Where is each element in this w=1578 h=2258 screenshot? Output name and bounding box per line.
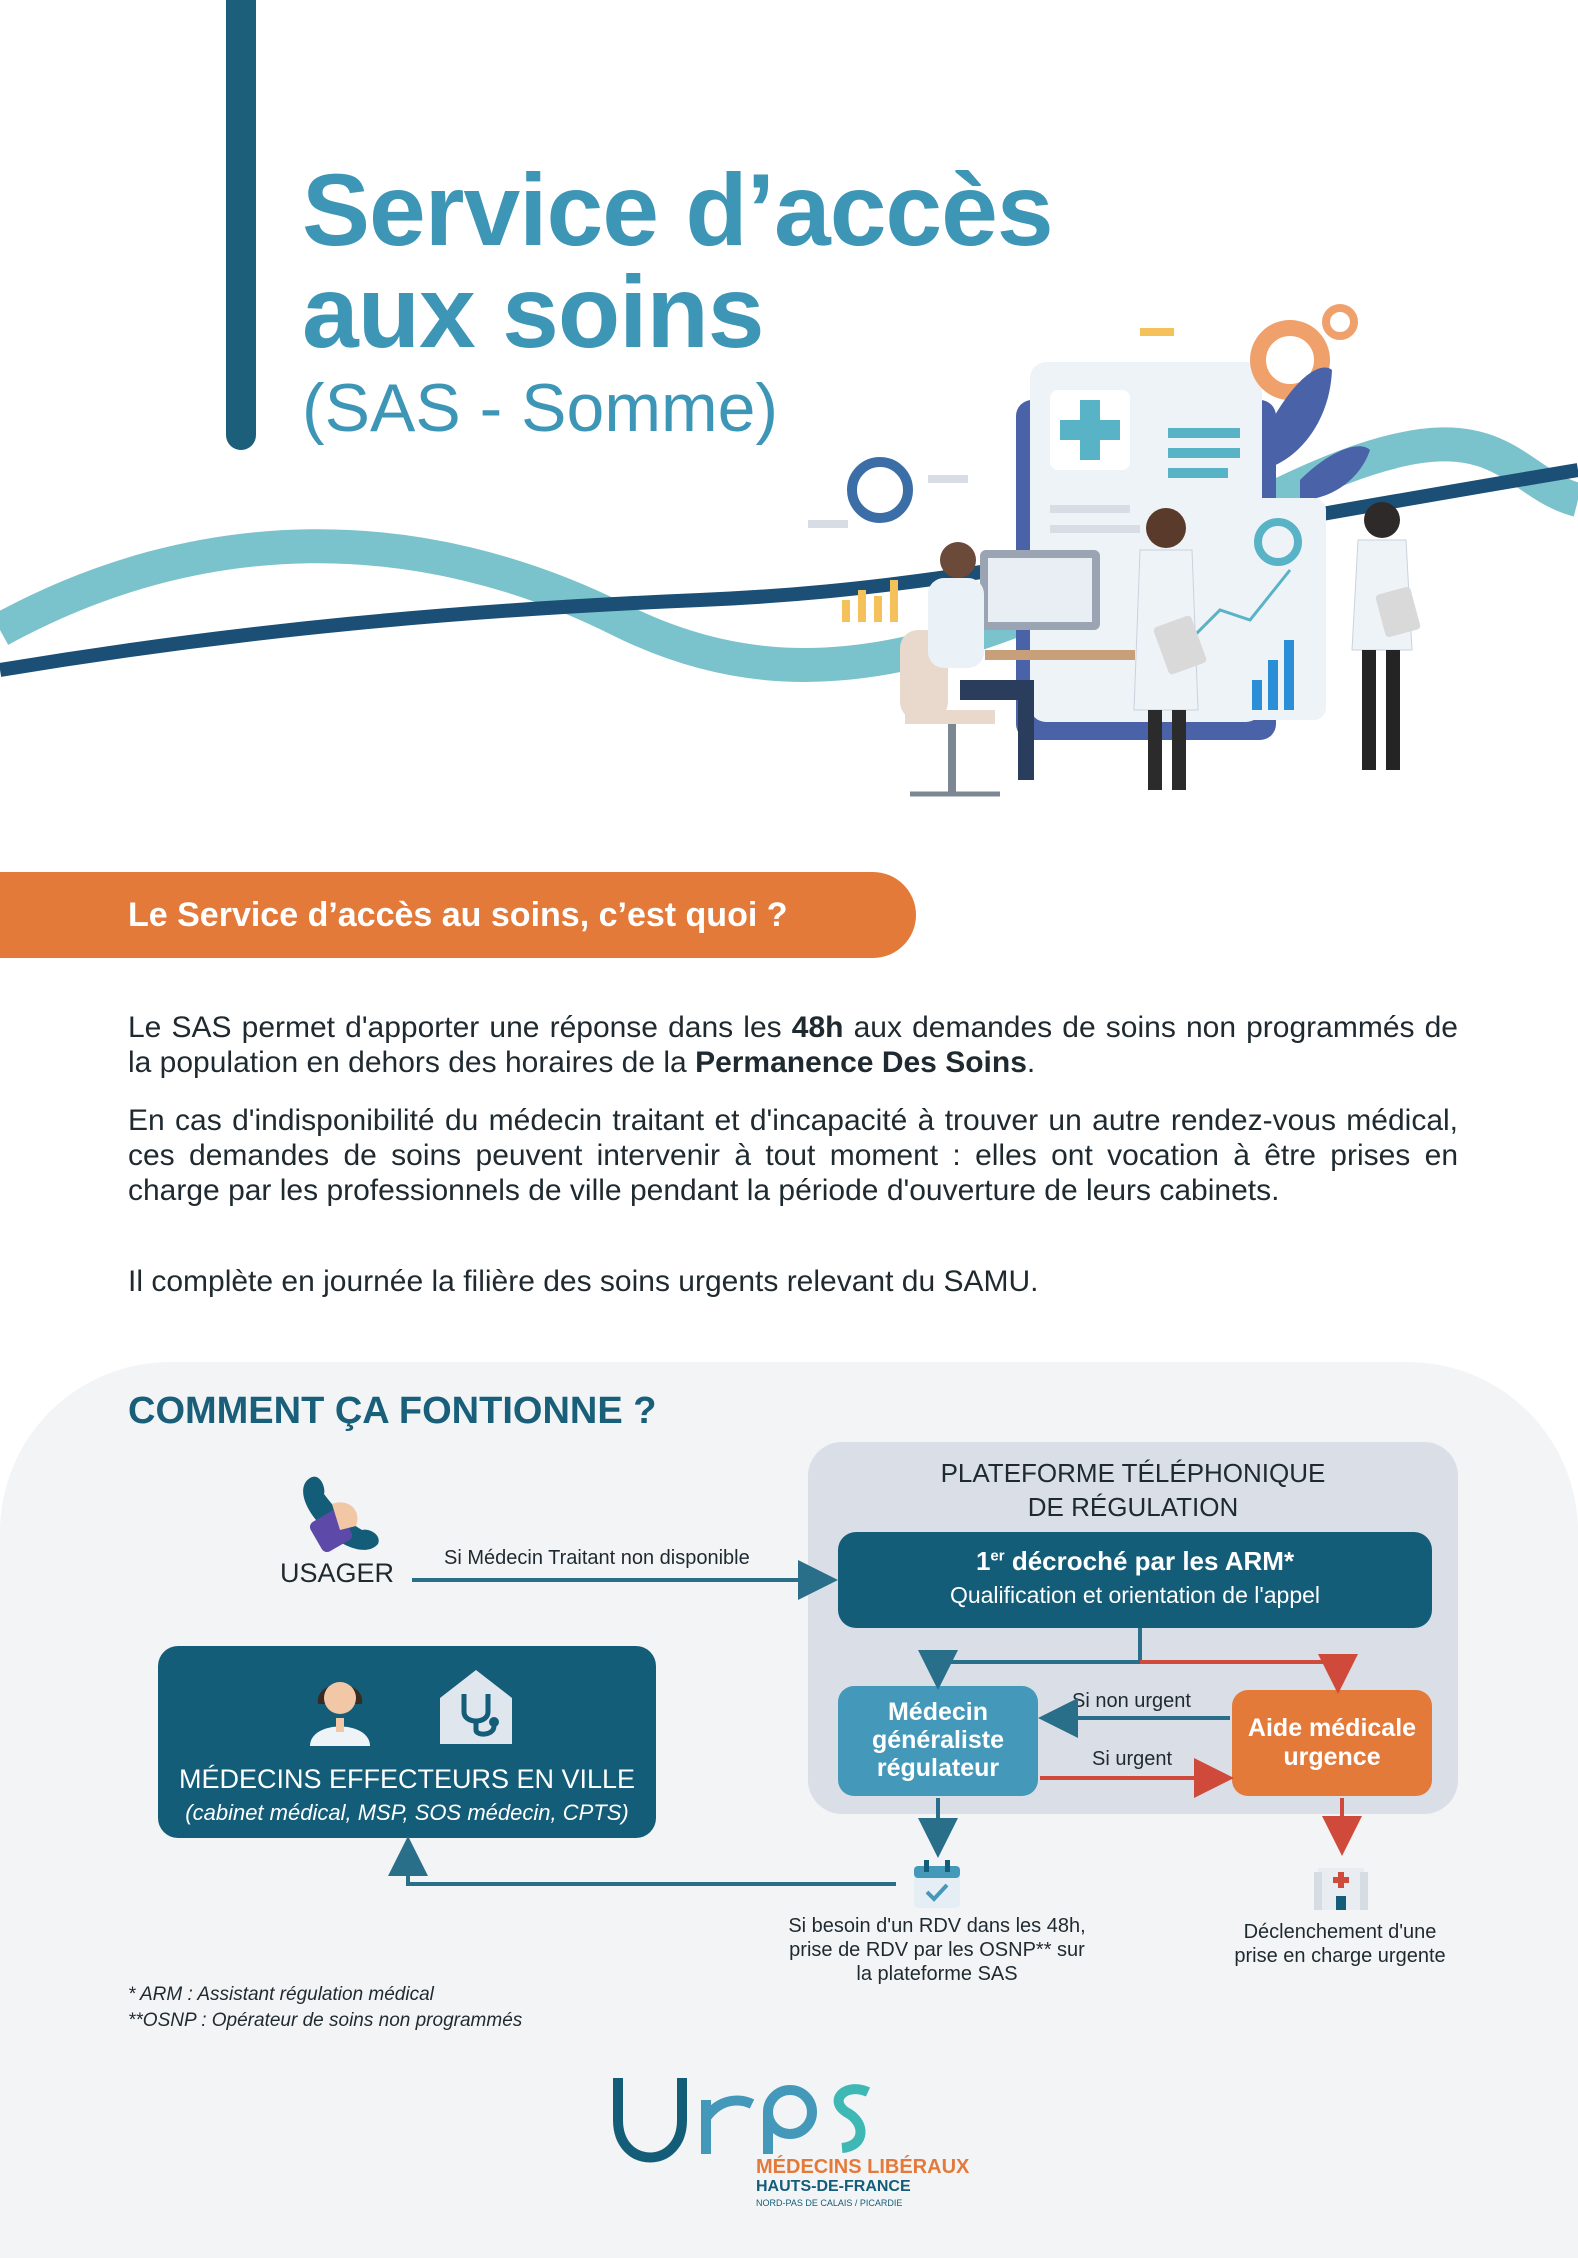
gear-icon [1140, 304, 1358, 400]
samu-paragraph: Il complète en journée la filière des so… [128, 1265, 1039, 1298]
urps-logo-mark: urps [610, 2070, 871, 2163]
city-doctors-box: MÉDECINS EFFECTEURS EN VILLE (cabinet mé… [158, 1646, 656, 1838]
availability-paragraph: En cas d'indisponibilité du médecin trai… [128, 1104, 1458, 1207]
section-heading: Le Service d’accès au soins, c’est quoi … [128, 896, 788, 934]
how-it-works-heading: COMMENT ÇA FONTIONNE ? [128, 1390, 657, 1432]
page-title-line1: Service d’accès [302, 153, 1054, 267]
hospital-icon [1314, 1868, 1368, 1910]
urgent-label: Si urgent [1092, 1748, 1173, 1770]
non-urgent-label: Si non urgent [1072, 1690, 1191, 1712]
logo-line1: MÉDECINS LIBÉRAUX [756, 2156, 970, 2178]
footnote-osnp: **OSNP : Opérateur de soins non programm… [128, 2010, 523, 2031]
calendar-check-icon [914, 1860, 960, 1908]
female-doctor-icon [310, 1682, 370, 1746]
arrow-condition-label: Si Médecin Traitant non disponible [444, 1547, 750, 1569]
urps-logo: urps MÉDECINS LIBÉRAUX HAUTS-DE-FRANCE N… [610, 2070, 990, 2250]
page-title-line2: aux soins [302, 255, 765, 369]
city-doctors-title: MÉDECINS EFFECTEURS EN VILLE [178, 1764, 636, 1794]
usager-label: USAGER [280, 1558, 395, 1588]
svg-text:urps: urps [610, 2070, 612, 2071]
footnote-arm: * ARM : Assistant régulation médical [128, 1984, 434, 2005]
title-accent-bar [226, 0, 256, 450]
section-heading-banner [0, 872, 916, 958]
city-doctors-subtitle: (cabinet médical, MSP, SOS médecin, CPTS… [185, 1800, 629, 1825]
standing-doctor-illustration [1133, 508, 1207, 790]
arm-first-answer-box: 1er décroché par les ARM* Qualification … [838, 1532, 1432, 1628]
phone-hand-icon [303, 1476, 379, 1553]
logo-line2: HAUTS-DE-FRANCE [756, 2178, 911, 2195]
seated-doctor-illustration [900, 542, 1135, 797]
leaf-decoration [1262, 367, 1370, 500]
intro-paragraph: Le SAS permet d'apporter une réponse dan… [128, 1011, 1458, 1079]
page-subtitle: (SAS - Somme) [302, 370, 779, 446]
logo-line3: NORD-PAS DE CALAIS / PICARDIE [756, 2198, 903, 2208]
chart-card-decoration [1170, 498, 1326, 720]
hero-illustration [0, 304, 1578, 797]
donut-chart-decoration [808, 457, 968, 622]
female-doctor-illustration [1351, 502, 1421, 770]
stethoscope-house-icon [440, 1670, 512, 1744]
appointment-caption: Si besoin d'un RDV dans les 48h,prise de… [788, 1915, 1086, 1985]
